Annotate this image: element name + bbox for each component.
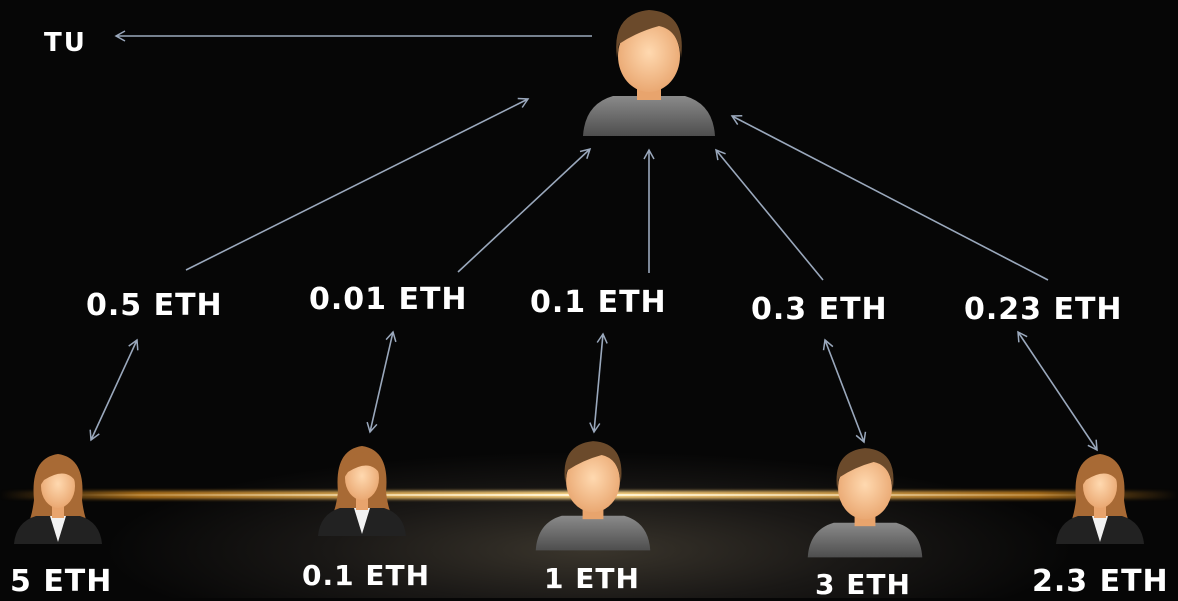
bottom-amount-label: 5 ETH: [10, 564, 113, 599]
bottom-amount-label: 0.1 ETH: [302, 559, 431, 592]
male-avatar-icon: [583, 10, 715, 136]
arrow-mid4-to-top: [715, 148, 824, 281]
middle-amount-label: 0.1 ETH: [530, 285, 667, 320]
female-avatar-icon: [14, 454, 102, 544]
arrow-bottom1-mid1: [89, 338, 139, 442]
male-avatar-icon: [535, 441, 651, 551]
bottom-amount-label: 2.3 ETH: [1032, 564, 1169, 599]
middle-amount-label: 0.23 ETH: [964, 292, 1123, 327]
top-label: TU: [44, 28, 87, 58]
arrow-bottom5-mid5: [1017, 330, 1098, 452]
female-avatar-icon: [1056, 454, 1144, 544]
male-avatar-icon: [807, 448, 923, 558]
middle-amount-label: 0.3 ETH: [751, 292, 888, 327]
arrow-mid5-to-top: [730, 114, 1049, 281]
middle-amount-label: 0.01 ETH: [309, 282, 468, 317]
arrow-bottom2-mid2: [366, 330, 397, 434]
arrow-bottom4-mid4: [822, 338, 867, 444]
bottom-amount-label: 1 ETH: [544, 562, 640, 595]
arrow-mid2-to-top: [457, 147, 592, 273]
arrow-mid1-to-top: [185, 97, 530, 271]
female-avatar-icon: [318, 446, 406, 536]
arrow-bottom3-mid3: [589, 332, 608, 434]
middle-amount-label: 0.5 ETH: [86, 288, 223, 323]
bottom-amount-label: 3 ETH: [815, 568, 911, 601]
